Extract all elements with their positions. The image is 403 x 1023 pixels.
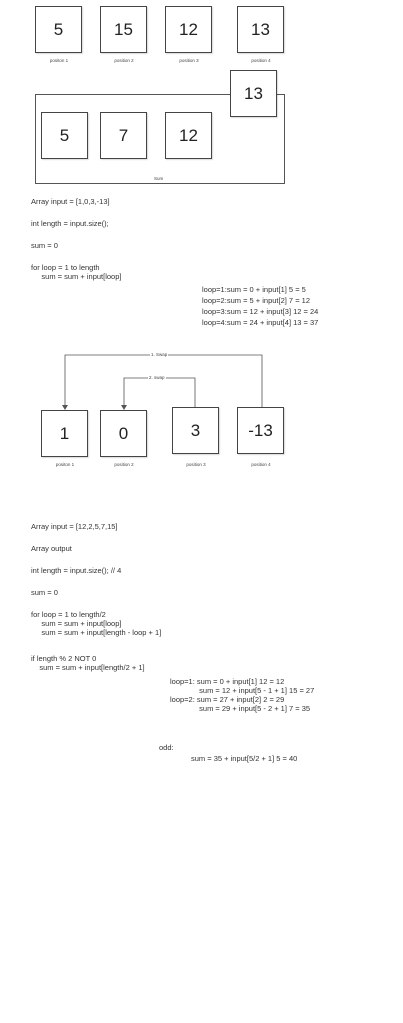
position-caption-4: position 4	[251, 58, 271, 63]
code2-odd-label: odd:	[159, 743, 174, 752]
code2-line-4: sum = 0	[31, 588, 58, 597]
array-box-1: 5	[35, 6, 82, 53]
position-caption-3: position 3	[179, 58, 199, 63]
code1-line-3: sum = 0	[31, 241, 58, 250]
code1-trace-3: loop=3:sum = 12 + input[3] 12 = 24	[202, 307, 319, 316]
sum-inner-box-3: 12	[165, 112, 212, 159]
swap-caption-4: position 4	[251, 462, 271, 467]
swap-box-2: 0	[100, 410, 147, 457]
swap2-arrow	[123, 377, 196, 409]
array-box-2: 15	[100, 6, 147, 53]
sum-outside-box: 13	[230, 70, 277, 117]
sum-inner-box-2: 7	[100, 112, 147, 159]
swap-box-4: -13	[237, 407, 284, 454]
swap2-label: 2. swap	[148, 375, 166, 380]
code2-line-1: Array input = [12,2,5,7,15]	[31, 522, 118, 531]
swap-caption-3: position 3	[186, 462, 206, 467]
code1-trace-4: loop=4:sum = 24 + input[4] 13 = 37	[202, 318, 319, 327]
code1-trace-1: loop=1:sum = 0 + input[1] 5 = 5	[202, 285, 306, 294]
swap2-arrowhead	[121, 405, 127, 410]
array-box-4: 13	[237, 6, 284, 53]
position-caption-2: position 2	[114, 58, 134, 63]
code1-line-2: int length = input.size();	[31, 219, 109, 228]
code1-line-4: for loop = 1 to length sum = sum + input…	[31, 263, 122, 281]
array-box-3: 12	[165, 6, 212, 53]
sum-frame	[35, 94, 285, 184]
position-caption-1: positon 1	[49, 58, 69, 63]
code2-trace: loop=1: sum = 0 + input[1] 12 = 12 sum =…	[170, 677, 315, 713]
code2-line-2: Array output	[31, 544, 72, 553]
swap-box-1: 1	[41, 410, 88, 457]
code2-line-6: if length % 2 NOT 0 sum = sum + input[le…	[31, 654, 145, 672]
code2-odd-line: sum = 35 + input[5/2 + 1] 5 = 40	[191, 754, 298, 763]
swap-caption-1: positon 1	[55, 462, 75, 467]
sum-label: Sum	[154, 176, 164, 181]
swap1-arrowhead	[62, 405, 68, 410]
swap-box-3: 3	[172, 407, 219, 454]
code1-line-1: Array input = [1,0,3,-13]	[31, 197, 110, 206]
code1-trace-2: loop=2:sum = 5 + input[2] 7 = 12	[202, 296, 310, 305]
code2-line-3: int length = input.size(); // 4	[31, 566, 122, 575]
sum-inner-box-1: 5	[41, 112, 88, 159]
swap1-arrow	[64, 354, 263, 409]
swap1-label: 1. Swap	[150, 352, 169, 357]
swap-caption-2: position 2	[114, 462, 134, 467]
code2-line-5: for loop = 1 to length/2 sum = sum + inp…	[31, 610, 162, 637]
